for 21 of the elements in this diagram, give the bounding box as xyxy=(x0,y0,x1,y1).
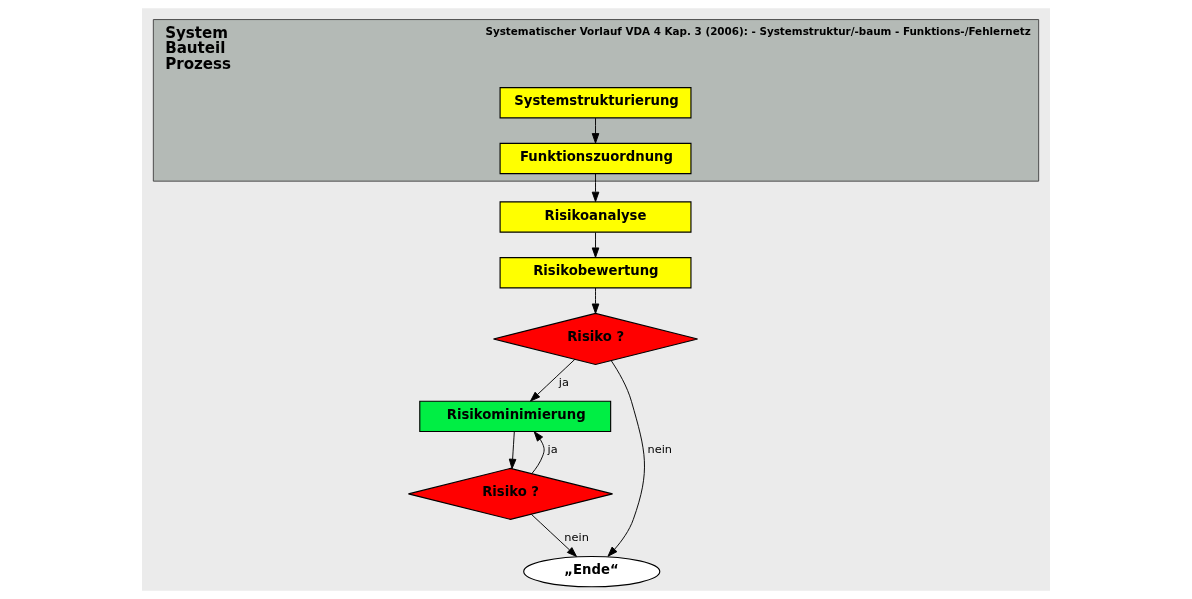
arrow xyxy=(607,360,645,557)
arrow xyxy=(591,117,600,144)
node-box: Risikoanalyse xyxy=(499,201,692,233)
arrow xyxy=(530,513,577,557)
arrow xyxy=(591,287,600,314)
arrow xyxy=(591,231,600,258)
arrow xyxy=(530,358,576,402)
node-box: Risikominimierung xyxy=(419,400,612,433)
node-box: Funktionszuordnung xyxy=(499,142,692,175)
node-box: Risikobewertung xyxy=(499,257,692,289)
edge-label: ja xyxy=(558,374,569,389)
node-ellipse: „Ende“ xyxy=(523,555,661,588)
node-diamond: Risiko ? xyxy=(407,467,614,520)
arrow xyxy=(508,431,517,470)
node-diamond: Risiko ? xyxy=(492,312,699,366)
node-box: Systemstrukturierung xyxy=(499,87,692,119)
edge-label: nein xyxy=(564,529,589,544)
arrow xyxy=(531,431,545,475)
arrow xyxy=(591,173,600,203)
edge-label: nein xyxy=(647,441,673,456)
edge-label: ja xyxy=(547,441,558,456)
